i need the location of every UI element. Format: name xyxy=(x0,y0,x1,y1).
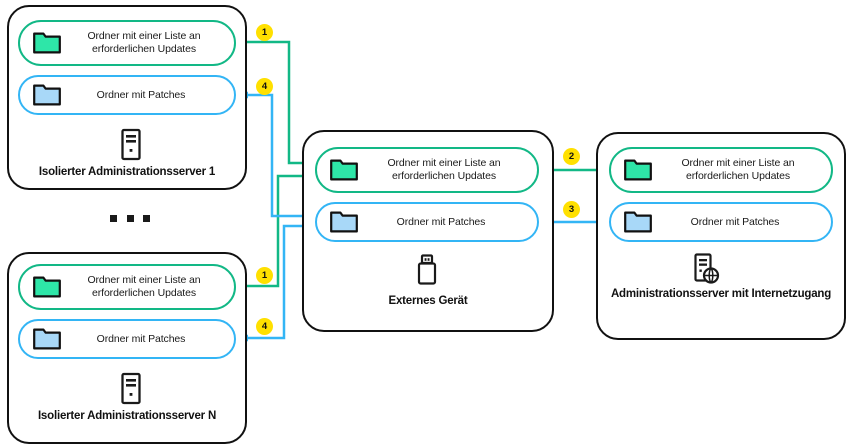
folder-row-label: Ordner mit Patches xyxy=(396,215,486,228)
folder-row-patches-external-device[interactable]: Ordner mit Patches xyxy=(315,202,539,242)
folder-row-updates-isolated-n[interactable]: Ordner mit einer Liste an erforderlichen… xyxy=(18,264,236,310)
folder-blue-icon xyxy=(623,210,653,234)
folder-row-updates-internet-server[interactable]: Ordner mit einer Liste an erforderlichen… xyxy=(609,147,833,193)
step-badge-4-top: 4 xyxy=(256,78,273,95)
folder-row-label: Ordner mit einer Liste an erforderlichen… xyxy=(681,157,795,182)
ellipsis-more-servers xyxy=(110,212,150,224)
folder-green-icon xyxy=(32,275,62,299)
folder-row-updates-isolated-1[interactable]: Ordner mit einer Liste an erforderlichen… xyxy=(18,20,236,66)
connector-step-1-bottom xyxy=(236,172,309,288)
panel-caption-external-device: Externes Gerät xyxy=(388,295,468,307)
panel-caption-internet-server: Administrationsserver mit Internetzugang xyxy=(610,288,832,300)
folder-blue-icon xyxy=(32,327,62,351)
folder-row-label: Ordner mit Patches xyxy=(96,88,186,101)
folder-row-label: Ordner mit einer Liste an erforderlichen… xyxy=(87,274,201,299)
ellipsis-dot xyxy=(143,214,150,222)
folder-green-icon xyxy=(329,158,359,182)
folder-row-label: Ordner mit Patches xyxy=(96,332,186,345)
folder-row-label: Ordner mit einer Liste an erforderlichen… xyxy=(387,157,501,182)
folder-blue-icon xyxy=(32,83,62,107)
step-badge-1-top: 1 xyxy=(256,24,273,41)
server-icon xyxy=(114,127,148,163)
ellipsis-dot xyxy=(110,214,117,222)
server-globe-icon xyxy=(688,252,722,288)
folder-row-patches-isolated-1[interactable]: Ordner mit Patches xyxy=(18,75,236,115)
folder-row-patches-isolated-n[interactable]: Ordner mit Patches xyxy=(18,319,236,359)
usb-drive-icon xyxy=(410,252,444,288)
step-badge-4-bottom: 4 xyxy=(256,318,273,335)
folder-row-label: Ordner mit Patches xyxy=(690,215,780,228)
folder-row-label: Ordner mit einer Liste an erforderlichen… xyxy=(87,30,201,55)
step-badge-3: 3 xyxy=(563,201,580,218)
folder-green-icon xyxy=(32,31,62,55)
folder-row-updates-external-device[interactable]: Ordner mit einer Liste an erforderlichen… xyxy=(315,147,539,193)
ellipsis-dot xyxy=(126,214,134,222)
panel-caption-isolated-1: Isolierter Administrationsserver 1 xyxy=(38,166,216,178)
folder-blue-icon xyxy=(329,210,359,234)
step-badge-1-bottom: 1 xyxy=(256,267,273,284)
panel-caption-isolated-n: Isolierter Administrationsserver N xyxy=(37,410,217,422)
folder-row-patches-internet-server[interactable]: Ordner mit Patches xyxy=(609,202,833,242)
step-badge-2: 2 xyxy=(563,148,580,165)
folder-green-icon xyxy=(623,158,653,182)
server-icon xyxy=(114,371,148,407)
